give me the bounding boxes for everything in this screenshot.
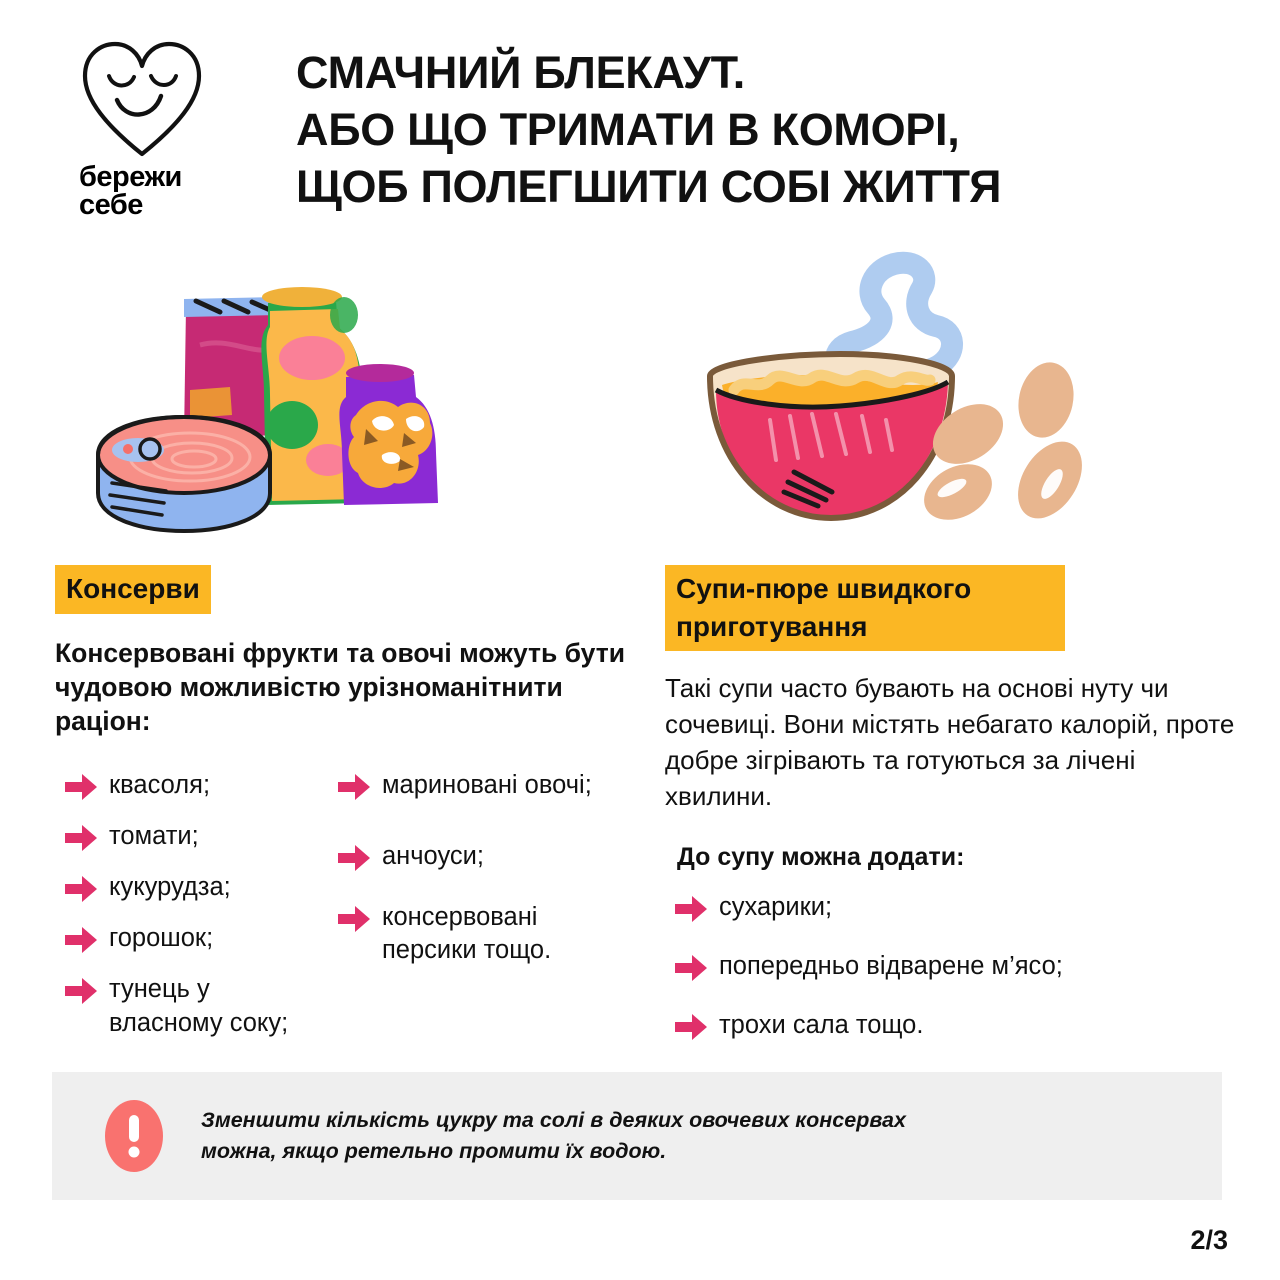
list-item-label: попередньо відварене м’ясо; xyxy=(719,952,1063,981)
section-soups: Супи-пюре швидкого приготування Такі суп… xyxy=(665,565,1245,1068)
section-soups-tag: Супи-пюре швидкого приготування xyxy=(665,565,1065,652)
arrow-right-icon xyxy=(675,1014,707,1041)
note-bar: Зменшити кількість цукру та солі в деяки… xyxy=(52,1072,1222,1200)
arrow-right-icon xyxy=(65,978,97,1005)
list-item-label: мариновані овочі; xyxy=(382,770,592,799)
arrow-right-icon xyxy=(65,824,97,851)
arrow-right-icon xyxy=(338,844,370,871)
list-item: анчоуси; xyxy=(338,840,608,873)
list-item: консервовані персики тощо. xyxy=(338,901,608,967)
brand-logo: бережи себе xyxy=(55,38,265,228)
list-item: сухарики; xyxy=(675,891,1245,924)
canned-list-a: квасоля; томати; кукурудза; горошок; тун… xyxy=(65,769,320,1058)
header: бережи себе СМАЧНИЙ БЛЕКАУТ. АБО ЩО ТРИМ… xyxy=(0,0,1280,240)
section-soups-subheading: До супу можна додати: xyxy=(677,842,965,871)
list-item: горошок; xyxy=(65,922,320,955)
page-number: 2/3 xyxy=(1190,1225,1228,1255)
canned-list-b: мариновані овочі; анчоуси; консервовані … xyxy=(338,769,608,986)
arrow-right-icon xyxy=(675,896,707,923)
arrow-right-icon xyxy=(65,927,97,954)
section-canned-tag: Консерви xyxy=(55,565,211,614)
smiling-heart-icon xyxy=(82,41,202,157)
brand-caption: бережи себе xyxy=(79,161,182,222)
arrow-right-icon xyxy=(675,955,707,982)
list-item-label: кукурудза; xyxy=(109,873,231,902)
section-canned-intro: Консервовані фрукти та овочі можуть бути… xyxy=(55,637,625,737)
list-item-label: анчоуси; xyxy=(382,841,484,870)
list-item: тунець у власному соку; xyxy=(65,973,320,1039)
arrow-right-icon xyxy=(338,773,370,800)
note-text: Зменшити кількість цукру та солі в деяки… xyxy=(201,1105,906,1167)
list-item-label: сухарики; xyxy=(719,893,833,922)
brand-caption-line1: бережи xyxy=(79,161,182,193)
list-item-label: трохи сала тощо. xyxy=(719,1011,924,1040)
page-title-line1: СМАЧНИЙ БЛЕКАУТ. xyxy=(296,47,745,98)
arrow-right-icon xyxy=(338,906,370,933)
arrow-right-icon xyxy=(65,876,97,903)
section-canned: Консерви Консервовані фрукти та овочі мо… xyxy=(55,565,635,1089)
list-item: кукурудза; xyxy=(65,871,320,904)
soup-bowl-with-beans-illustration xyxy=(706,251,1082,522)
list-item: мариновані овочі; xyxy=(338,769,608,802)
exclamation-circle-icon xyxy=(105,1100,163,1172)
note-text-line1: Зменшити кількість цукру та солі в деяки… xyxy=(201,1107,906,1132)
soups-list: сухарики; попередньо відварене м’ясо; тр… xyxy=(665,891,1245,1042)
list-item: попередньо відварене м’ясо; xyxy=(675,950,1245,983)
brand-caption-line2: себе xyxy=(79,189,143,222)
list-item: трохи сала тощо. xyxy=(675,1009,1245,1042)
arrow-right-icon xyxy=(65,773,97,800)
list-item-label: квасоля; xyxy=(109,770,211,799)
canned-lists: квасоля; томати; кукурудза; горошок; тун… xyxy=(55,769,635,1089)
list-item-label: томати; xyxy=(109,821,199,850)
page-title-line3: ЩОБ ПОЛЕГШИТИ СОБІ ЖИТТЯ xyxy=(296,161,1002,213)
page-title-line2: АБО ЩО ТРИМАТИ В КОМОРІ, xyxy=(296,104,960,156)
list-item-label: консервовані персики тощо. xyxy=(382,903,552,965)
page-title: СМАЧНИЙ БЛЕКАУТ. АБО ЩО ТРИМАТИ В КОМОРІ… xyxy=(296,44,1176,215)
canned-goods-illustration xyxy=(96,287,438,534)
section-soups-intro: Такі супи часто бувають на основі нуту ч… xyxy=(665,673,1235,811)
list-item: квасоля; xyxy=(65,769,320,802)
note-text-line2: можна, якщо ретельно промити їх водою. xyxy=(201,1139,667,1163)
list-item: томати; xyxy=(65,820,320,853)
list-item-label: горошок; xyxy=(109,924,214,953)
list-item-label: тунець у власному соку; xyxy=(109,975,289,1037)
